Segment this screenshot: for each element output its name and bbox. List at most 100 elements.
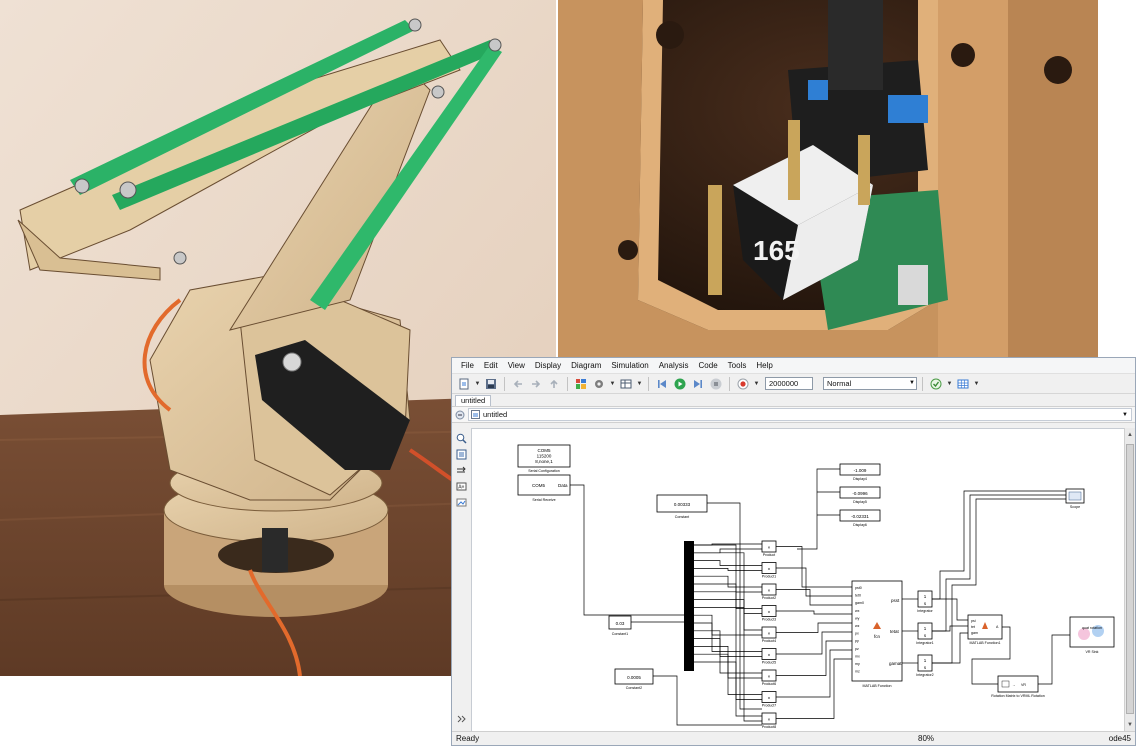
menu-bar: File Edit View Display Diagram Simulatio…	[452, 358, 1135, 374]
hide-browser-icon[interactable]	[452, 408, 468, 422]
back-icon[interactable]	[510, 376, 526, 392]
product-name: Product3	[762, 618, 776, 622]
menu-display[interactable]: Display	[534, 360, 562, 370]
scope-block[interactable]: Scope	[1065, 488, 1085, 509]
table-icon[interactable]	[955, 376, 971, 392]
display4-block[interactable]: -1.009 Display4	[839, 463, 881, 481]
signal-wire	[694, 552, 762, 722]
signal-wire	[694, 607, 762, 631]
scrollbar-thumb[interactable]	[1126, 444, 1134, 714]
grid-icon[interactable]	[618, 376, 634, 392]
check-icon[interactable]	[928, 376, 944, 392]
up-icon[interactable]	[546, 376, 562, 392]
product-block[interactable]: ×Product8	[761, 712, 777, 729]
product-block[interactable]: ×Product5	[761, 648, 777, 665]
integrator2-num: 1	[924, 658, 927, 663]
display6-block[interactable]: -0.02331 Display6	[839, 509, 881, 527]
signal-wire	[776, 567, 852, 597]
product-block[interactable]: ×Product	[761, 540, 777, 557]
save-icon[interactable]	[483, 376, 499, 392]
step-forward-icon[interactable]	[690, 376, 706, 392]
menu-file[interactable]: File	[461, 360, 474, 370]
run-icon[interactable]	[672, 376, 688, 392]
vr-sink-block[interactable]: quat rotation VR Sink	[1069, 616, 1115, 654]
integrator-block[interactable]: 1 s Integrator	[917, 590, 933, 613]
record-dropdown-icon[interactable]: ▼	[753, 380, 760, 387]
new-model-dropdown-icon[interactable]: ▼	[474, 380, 481, 387]
forward-icon[interactable]	[528, 376, 544, 392]
product-name: Product6	[762, 682, 776, 686]
constant-block[interactable]: 0.00333 Constant	[656, 494, 708, 519]
scroll-down-icon[interactable]: ▼	[1127, 722, 1133, 728]
model-path[interactable]: untitled ▼	[468, 408, 1132, 421]
chevron-down-icon[interactable]: ▼	[1122, 411, 1128, 418]
record-icon[interactable]	[735, 376, 751, 392]
stop-icon[interactable]	[708, 376, 724, 392]
image-icon[interactable]	[455, 496, 468, 508]
rot-arrow-text: →	[1012, 683, 1016, 687]
tab-strip: untitled	[452, 394, 1135, 406]
toolbar: ▼ ▼ ▼	[452, 374, 1135, 394]
demux-wires	[694, 543, 852, 722]
new-model-icon[interactable]	[456, 376, 472, 392]
menu-diagram[interactable]: Diagram	[571, 360, 602, 370]
settings-dropdown-icon[interactable]: ▼	[609, 380, 616, 387]
menu-edit[interactable]: Edit	[483, 360, 498, 370]
library-icon[interactable]	[573, 376, 589, 392]
menu-help[interactable]: Help	[756, 360, 773, 370]
matlab-fn-out-2: gamat	[889, 661, 902, 666]
demux-block[interactable]	[684, 541, 694, 671]
matlab-fn-input-label: wx	[855, 609, 860, 613]
menu-view[interactable]: View	[507, 360, 525, 370]
menu-tools[interactable]: Tools	[727, 360, 747, 370]
product-block[interactable]: ×Product4	[761, 626, 777, 643]
signal-wire	[694, 544, 762, 717]
product-name: Product7	[762, 704, 776, 708]
product-block[interactable]: ×Product7	[761, 691, 777, 708]
zoom-in-icon[interactable]	[455, 432, 468, 444]
check-dropdown-icon[interactable]: ▼	[946, 380, 953, 387]
display4-value: -1.009	[854, 468, 867, 473]
constant1-block[interactable]: 0.03 Constant1	[608, 615, 632, 636]
vertical-scrollbar[interactable]: ▲ ▼	[1124, 428, 1135, 732]
menu-code[interactable]: Code	[698, 360, 718, 370]
serial-receive-block[interactable]: COM5 Data Serial Receive	[517, 474, 571, 502]
product-block[interactable]: ×Product3	[761, 605, 777, 622]
table-dropdown-icon[interactable]: ▼	[973, 380, 980, 387]
product-block[interactable]: ×Product1	[761, 562, 777, 579]
fit-view-icon[interactable]	[455, 448, 468, 460]
constant2-block[interactable]: 0.0005 Constant2	[614, 668, 654, 690]
expand-palette-icon[interactable]	[455, 712, 468, 724]
status-ready: Ready	[456, 734, 480, 743]
product-block[interactable]: ×Product6	[761, 669, 777, 686]
rotation-matrix-block[interactable]: → VR Rotation Matrix to VRML Rotation	[991, 675, 1045, 698]
settings-icon[interactable]	[591, 376, 607, 392]
display4-name: Display4	[853, 477, 867, 481]
scroll-up-icon[interactable]: ▲	[1127, 432, 1133, 438]
product-block[interactable]: ×Product2	[761, 583, 777, 600]
serial-config-line3: 8,none,1	[535, 459, 553, 464]
simulation-mode-select[interactable]: Normal ▼	[823, 377, 917, 390]
tab-untitled[interactable]: untitled	[455, 395, 492, 406]
matlab-function1-block[interactable]: psi tet gam A MATLAB Function1	[967, 614, 1003, 645]
matlab-fn-input-label: mx	[855, 654, 860, 658]
product-symbol: ×	[768, 545, 771, 550]
constant-value: 0.00333	[674, 502, 691, 507]
serial-configuration-block[interactable]: COM5 115200 8,none,1 Serial Configuratio…	[517, 444, 571, 473]
stop-time-input[interactable]: 2000000	[765, 377, 813, 390]
block-palette: A≡	[452, 428, 470, 728]
step-back-icon[interactable]	[654, 376, 670, 392]
integrator-num: 1	[924, 594, 927, 599]
menu-analysis[interactable]: Analysis	[658, 360, 689, 370]
signal-wire	[694, 653, 762, 695]
integrator1-block[interactable]: 1 s Integrator1	[916, 622, 934, 645]
arrow-line-icon[interactable]	[455, 464, 468, 476]
grid-dropdown-icon[interactable]: ▼	[636, 380, 643, 387]
model-canvas[interactable]: COM5 115200 8,none,1 Serial Configuratio…	[471, 428, 1125, 732]
toolbar-separator	[729, 376, 730, 391]
display5-block[interactable]: -0.0996 Display5	[839, 486, 881, 504]
integrator2-block[interactable]: 1 s Integrator2	[916, 654, 934, 677]
menu-simulation[interactable]: Simulation	[611, 360, 649, 370]
annotation-icon[interactable]: A≡	[455, 480, 468, 492]
